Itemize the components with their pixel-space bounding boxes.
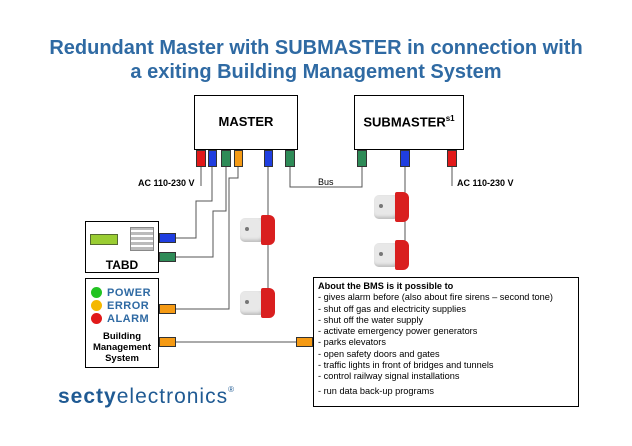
siren-2	[240, 288, 275, 318]
bus-line	[289, 167, 363, 188]
error-led-icon	[91, 300, 102, 311]
secty-logo: sectyelectronics®	[58, 385, 235, 409]
capability-item: - gives alarm before (also about fire si…	[318, 292, 553, 303]
master-label: MASTER	[218, 114, 274, 129]
master-connector-blue-1	[208, 150, 217, 167]
tabd-blue-line	[176, 167, 213, 239]
capability-item: - shut off the water supply	[318, 314, 424, 325]
tabd-label: TABD	[105, 258, 139, 272]
master-connector-green-2	[285, 150, 295, 167]
submaster-superscript: s1	[445, 114, 455, 123]
tabd-keypad-icon	[130, 227, 154, 251]
tabd-green-line	[176, 167, 227, 258]
logo-part-1: secty	[58, 385, 117, 408]
capability-item: - open safety doors and gates	[318, 348, 440, 359]
tabd-connector-green	[159, 252, 176, 262]
submaster-label-wrap: SUBMASTERs1	[355, 114, 463, 129]
tabd-display	[90, 234, 118, 245]
status-error-label: ERROR	[107, 299, 150, 312]
bms-label-line-1: Building	[103, 331, 141, 342]
capability-item: - control railway signal installations	[318, 371, 460, 382]
tabd-connector-blue	[159, 233, 176, 243]
capability-item: - shut off gas and electricity supplies	[318, 303, 466, 314]
bms-label-line-2: Management	[92, 342, 152, 353]
power-led-icon	[91, 287, 102, 298]
master-connector-red	[196, 150, 206, 167]
title-line-2: a exiting Building Management System	[130, 61, 502, 83]
submaster-box: SUBMASTERs1	[354, 95, 464, 150]
logo-registered-mark: ®	[228, 385, 236, 394]
capabilities-heading: About the BMS is it possible to	[318, 281, 454, 291]
notes-connector-orange	[296, 337, 313, 347]
bms-label: Building Management System	[86, 331, 158, 364]
title-line-1: Redundant Master with SUBMASTER in conne…	[49, 37, 583, 59]
bms-connector-orange-2	[159, 337, 176, 347]
bms-label-line-3: System	[105, 353, 139, 364]
siren-4	[374, 240, 409, 270]
status-power: POWER	[91, 286, 151, 299]
status-alarm: ALARM	[91, 312, 151, 325]
capability-item: - traffic lights in front of bridges and…	[318, 360, 494, 371]
capability-item: - parks elevators	[318, 337, 386, 348]
master-connector-orange	[234, 150, 243, 167]
logo-part-2: electronics	[116, 385, 229, 408]
tabd-box: TABD	[85, 221, 159, 273]
bms-connector-orange-1	[159, 304, 176, 314]
bms-orange-line-1	[176, 167, 239, 310]
capability-item: - run data back-up programs	[318, 385, 434, 396]
bms-box: POWER ERROR ALARM Building Management Sy…	[85, 278, 159, 368]
status-power-label: POWER	[107, 286, 152, 299]
bms-status-list: POWER ERROR ALARM	[91, 286, 151, 325]
submaster-label: SUBMASTER	[363, 114, 446, 130]
submaster-connector-green	[357, 150, 367, 167]
master-connector-green-1	[221, 150, 231, 167]
submaster-power-label: AC 110-230 V	[457, 178, 514, 188]
capability-item: - activate emergency power generators	[318, 326, 478, 337]
submaster-connector-blue	[400, 150, 410, 167]
bms-capabilities-box: About the BMS is it possible to - gives …	[313, 277, 579, 407]
alarm-led-icon	[91, 313, 102, 324]
siren-1	[240, 215, 275, 245]
siren-3	[374, 192, 409, 222]
master-box: MASTER	[194, 95, 298, 150]
diagram-title: Redundant Master with SUBMASTER in conne…	[0, 36, 632, 84]
submaster-connector-red	[447, 150, 457, 167]
bus-label: Bus	[318, 177, 334, 187]
status-error: ERROR	[91, 299, 151, 312]
bms-capabilities-text: About the BMS is it possible to - gives …	[318, 281, 578, 397]
master-connector-blue-2	[264, 150, 273, 167]
status-alarm-label: ALARM	[107, 312, 150, 325]
master-power-label: AC 110-230 V	[138, 178, 195, 188]
